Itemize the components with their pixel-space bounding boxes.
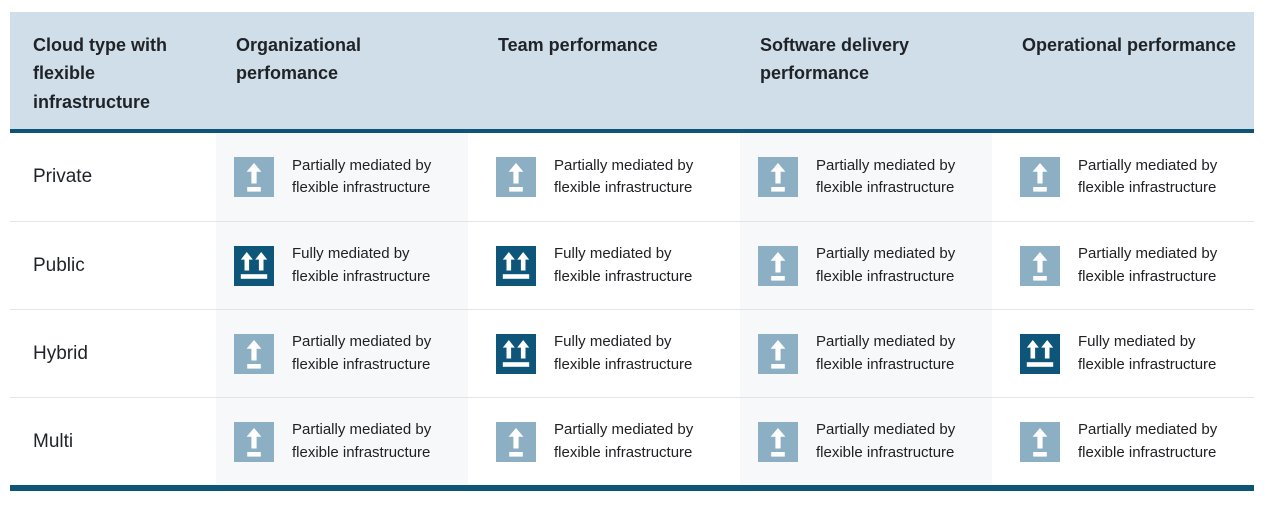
table-row: Public Fully mediated by flexible infras… (10, 221, 1254, 309)
cell-text-line1: Partially mediated by (292, 333, 432, 351)
single-up-arrow-icon (1020, 421, 1060, 462)
table-cell: Partially mediated by flexible infrastru… (1002, 133, 1254, 221)
table-body: Private Partially mediated by flexible i… (10, 133, 1254, 485)
table-cell: Fully mediated by flexible infrastructur… (1002, 310, 1254, 397)
cell-text-line2: flexible infrastructure (1078, 267, 1217, 285)
column-header-software-delivery-performance: Software delivery performance (760, 35, 910, 84)
table-cell: Partially mediated by flexible infrastru… (216, 398, 468, 485)
cell-text-line2: flexible infrastructure (1078, 443, 1217, 461)
table-header-row: Cloud type with flexible infrastructure … (10, 12, 1254, 133)
double-up-arrow-icon (1020, 333, 1060, 374)
cell-text: Partially mediated by flexible infrastru… (554, 419, 693, 463)
cloud-performance-figure: Cloud type with flexible infrastructure … (0, 12, 1264, 519)
double-up-arrow-icon (496, 245, 536, 286)
table-cell: Partially mediated by flexible infrastru… (478, 133, 730, 221)
cloud-performance-table: Cloud type with flexible infrastructure … (10, 12, 1254, 491)
table-cell: Partially mediated by flexible infrastru… (740, 398, 992, 485)
table-cell: Partially mediated by flexible infrastru… (216, 133, 468, 221)
cell-text: Partially mediated by flexible infrastru… (816, 419, 955, 463)
cell-text-line2: flexible infrastructure (1078, 355, 1217, 373)
row-label: Public (33, 254, 85, 276)
table-bottom-border (10, 485, 1254, 491)
table-cell: Partially mediated by flexible infrastru… (478, 398, 730, 485)
single-up-arrow-icon (758, 333, 798, 374)
double-up-arrow-icon (234, 245, 274, 286)
single-up-arrow-icon (758, 245, 798, 286)
table-row: Hybrid Partially mediated by flexible in… (10, 309, 1254, 397)
column-header-cloud-type: Cloud type with flexible infrastructure (33, 35, 167, 112)
single-up-arrow-icon (234, 333, 274, 374)
table-cell: Fully mediated by flexible infrastructur… (216, 222, 468, 309)
row-label: Private (33, 166, 93, 187)
cell-text-line2: flexible infrastructure (292, 443, 431, 461)
single-up-arrow-icon (234, 421, 274, 462)
cell-text-line1: Fully mediated by (554, 245, 672, 263)
cell-text: Partially mediated by flexible infrastru… (554, 155, 693, 199)
cell-text: Partially mediated by flexible infrastru… (816, 243, 955, 287)
cell-text-line2: flexible infrastructure (554, 355, 693, 373)
cell-text: Partially mediated by flexible infrastru… (1078, 243, 1217, 287)
table-cell: Partially mediated by flexible infrastru… (740, 133, 992, 221)
single-up-arrow-icon (496, 421, 536, 462)
single-up-arrow-icon (1020, 157, 1060, 197)
row-label: Multi (33, 430, 74, 452)
cell-text-line2: flexible infrastructure (554, 267, 693, 285)
cell-text-line1: Fully mediated by (292, 245, 410, 263)
cell-text-line1: Partially mediated by (816, 245, 956, 263)
single-up-arrow-icon (1020, 245, 1060, 286)
cell-text-line2: flexible infrastructure (1078, 179, 1217, 196)
cell-text-line1: Partially mediated by (816, 156, 956, 174)
cell-text-line1: Partially mediated by (1078, 421, 1218, 439)
cell-text-line2: flexible infrastructure (554, 179, 693, 196)
table-cell: Partially mediated by flexible infrastru… (216, 310, 468, 397)
table-cell: Partially mediated by flexible infrastru… (740, 310, 992, 397)
cell-text: Fully mediated by flexible infrastructur… (554, 243, 692, 287)
cell-text-line1: Partially mediated by (292, 156, 432, 174)
cell-text-line2: flexible infrastructure (292, 267, 431, 285)
cell-text-line2: flexible infrastructure (816, 355, 955, 373)
cell-text-line1: Fully mediated by (1078, 333, 1196, 351)
column-header-organizational-performance: Organizational perfomance (236, 35, 362, 84)
cell-text: Partially mediated by flexible infrastru… (292, 155, 431, 199)
column-header-operational-performance: Operational performance (1022, 35, 1237, 55)
cell-text-line1: Partially mediated by (554, 156, 694, 174)
single-up-arrow-icon (496, 157, 536, 197)
cell-text-line2: flexible infrastructure (816, 443, 955, 461)
double-up-arrow-icon (496, 333, 536, 374)
single-up-arrow-icon (234, 157, 274, 197)
single-up-arrow-icon (758, 421, 798, 462)
cell-text: Partially mediated by flexible infrastru… (816, 331, 955, 375)
cell-text-line2: flexible infrastructure (554, 443, 693, 461)
cell-text-line2: flexible infrastructure (292, 355, 431, 373)
table-cell: Fully mediated by flexible infrastructur… (478, 222, 730, 309)
table-row: Private Partially mediated by flexible i… (10, 133, 1254, 221)
cell-text-line2: flexible infrastructure (292, 179, 431, 196)
single-up-arrow-icon (758, 157, 798, 197)
column-header-team-performance: Team performance (498, 35, 658, 55)
cell-text-line2: flexible infrastructure (816, 179, 955, 196)
cell-text-line1: Partially mediated by (292, 421, 432, 439)
cell-text-line1: Partially mediated by (816, 333, 956, 351)
table-cell: Partially mediated by flexible infrastru… (1002, 222, 1254, 309)
cell-text: Fully mediated by flexible infrastructur… (554, 331, 692, 375)
cell-text: Partially mediated by flexible infrastru… (816, 155, 955, 199)
cell-text-line1: Fully mediated by (554, 333, 672, 351)
cell-text: Fully mediated by flexible infrastructur… (292, 243, 430, 287)
table-cell: Partially mediated by flexible infrastru… (740, 222, 992, 309)
cell-text-line1: Partially mediated by (816, 421, 956, 439)
cell-text-line1: Partially mediated by (1078, 156, 1218, 174)
table-row: Multi Partially mediated by flexible inf… (10, 397, 1254, 485)
table-cell: Partially mediated by flexible infrastru… (1002, 398, 1254, 485)
row-label: Hybrid (33, 342, 88, 364)
cell-text-line1: Partially mediated by (554, 421, 694, 439)
cell-text: Partially mediated by flexible infrastru… (292, 419, 431, 463)
cell-text: Fully mediated by flexible infrastructur… (1078, 331, 1216, 375)
cell-text-line1: Partially mediated by (1078, 245, 1218, 263)
cell-text: Partially mediated by flexible infrastru… (292, 331, 431, 375)
table-cell: Fully mediated by flexible infrastructur… (478, 310, 730, 397)
cell-text: Partially mediated by flexible infrastru… (1078, 155, 1217, 199)
cell-text-line2: flexible infrastructure (816, 267, 955, 285)
cell-text: Partially mediated by flexible infrastru… (1078, 419, 1217, 463)
